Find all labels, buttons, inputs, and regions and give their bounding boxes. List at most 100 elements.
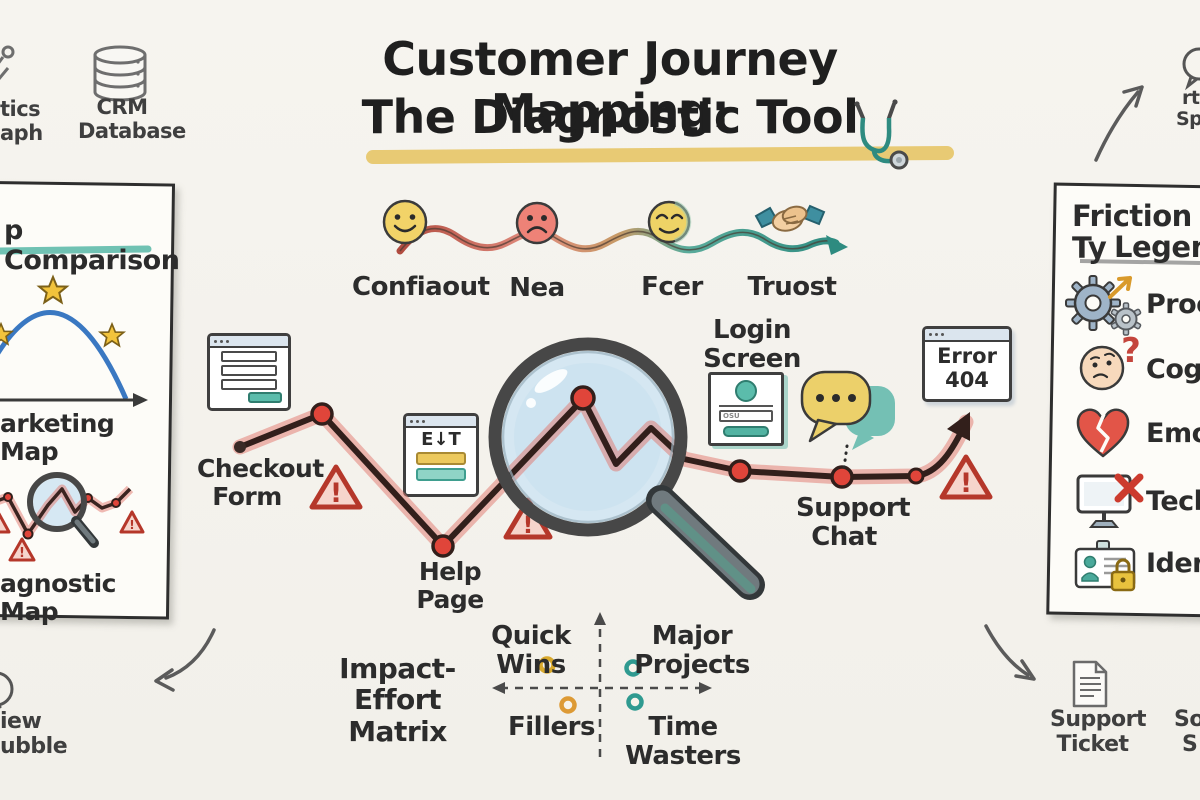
warning-exclamation: !	[960, 468, 972, 499]
warning-exclamation: !	[330, 478, 342, 509]
support-ticket-label: Support Ticket	[1050, 707, 1146, 757]
warning-triangle-icon: !	[939, 454, 993, 500]
quadrant-fillers-label: Fillers	[508, 712, 595, 742]
login-screen-window: OSU	[708, 372, 784, 446]
curved-arrow-bottom-left-icon	[154, 628, 216, 692]
top-right-fragment-line2: Spe	[1176, 108, 1200, 131]
login-button	[723, 426, 769, 437]
matrix-label-line1: Impact-Effort	[339, 652, 456, 717]
title-highlight-underline	[365, 145, 955, 165]
map-comparison-title: p Comparison	[4, 215, 180, 277]
error-text-line1: Error	[937, 344, 997, 368]
checkout-form-window	[207, 333, 291, 411]
avatar-icon	[735, 380, 757, 402]
titlebar-dot-icon	[929, 333, 932, 336]
journey-node	[310, 402, 334, 426]
help-teal-bar	[416, 468, 466, 481]
curved-arrow-bottom-right-icon	[984, 624, 1036, 681]
titlebar-dot-icon	[410, 419, 413, 423]
form-submit-button	[248, 392, 282, 403]
curved-arrow-top-right-icon	[1094, 85, 1144, 162]
social-fragment-label: Soc S	[1174, 707, 1200, 757]
marketing-map-label: arketing Map	[0, 409, 115, 466]
matrix-label: Impact-Effort Matrix	[310, 653, 485, 747]
journey-node	[570, 385, 596, 411]
review-bubble-label-line2: ubble	[0, 733, 68, 759]
help-page-window: E↓T	[403, 413, 479, 497]
help-window-text: E↓T	[421, 429, 461, 450]
login-screen-label: Login Screen	[702, 315, 802, 374]
page-title-line2: The Diagnostic Tool	[361, 90, 859, 144]
handshake-icon	[754, 204, 826, 232]
journey-node	[431, 534, 455, 558]
error-text-line2: 404	[945, 368, 989, 393]
warning-triangle-icon: !	[503, 497, 553, 540]
titlebar-dot-icon	[941, 333, 944, 336]
error-404-window: Error 404	[922, 326, 1012, 402]
crm-label: CRM Database	[78, 95, 186, 143]
window-titlebar	[210, 336, 288, 348]
page-title-line1: Customer Journey Mapping:	[382, 32, 838, 138]
diagnostic-map-label: agnostic Map	[0, 569, 116, 626]
support-ticket-label-line1: Support	[1050, 707, 1146, 732]
legend-item-process-label: Proce	[1146, 289, 1200, 320]
emotion-stage-label-4: Truost	[747, 272, 837, 302]
review-bubble-icon	[0, 671, 14, 709]
legend-item-emotional-label: Emot	[1146, 418, 1200, 449]
help-yellow-bar	[416, 452, 466, 465]
dotted-connector	[842, 444, 849, 470]
quadrant-major-projects-label: Major Projects	[634, 621, 750, 681]
titlebar-dot-icon	[226, 339, 229, 343]
analytics-label-line2: aph	[0, 120, 43, 145]
checkout-form-label-line1: Checkout	[197, 454, 324, 483]
window-titlebar	[925, 329, 1009, 342]
titlebar-dot-icon	[422, 419, 425, 423]
titlebar-dot-icon	[214, 339, 217, 343]
analytics-label: tics aph	[0, 97, 60, 145]
journey-node	[728, 459, 752, 483]
analytics-label-line1: tics	[0, 97, 41, 121]
form-field	[221, 365, 277, 376]
happy-face-icon	[382, 199, 428, 245]
titlebar-dot-icon	[935, 333, 938, 336]
emotion-stage-label-3: Fcer	[641, 272, 703, 302]
matrix-label-line2: Matrix	[348, 714, 447, 748]
support-chat-label-line1: Support	[796, 493, 911, 523]
login-input: OSU	[719, 410, 773, 422]
top-right-fragment-label: rtu Spe	[1176, 87, 1200, 131]
review-bubble-label-line1: iew	[0, 709, 42, 734]
calm-face-icon	[647, 200, 692, 244]
divider	[719, 405, 773, 407]
analytics-graph-icon	[0, 45, 15, 80]
crm-database-icon	[93, 45, 147, 102]
titlebar-dot-icon	[220, 339, 223, 343]
matrix-dot-time-wasters	[626, 693, 644, 711]
chat-bubble-icon	[1182, 47, 1200, 91]
quadrant-quick-wins-label: Quick Wins	[491, 621, 571, 681]
crm-label-line2: Database	[78, 118, 186, 143]
support-chat-label: Support Chat	[796, 493, 911, 552]
review-bubble-label: iew ubble	[0, 709, 70, 759]
checkout-form-label-line2: Form	[212, 482, 282, 511]
quadrant-time-wasters-label: Time Wasters	[625, 712, 741, 772]
legend-item-technical-label: Techn	[1146, 486, 1200, 517]
emotion-stage-label-1: Confiaout	[352, 272, 490, 302]
support-ticket-icon	[1072, 660, 1108, 708]
journey-arrowhead	[947, 412, 970, 441]
form-field	[221, 351, 277, 362]
journey-node	[234, 441, 246, 453]
top-right-fragment-line1: rtu	[1182, 87, 1200, 109]
sad-face-icon	[515, 201, 559, 245]
crm-label-line1: CRM	[96, 95, 148, 119]
support-chat-bubbles-icon	[800, 370, 895, 450]
window-titlebar	[406, 416, 476, 428]
warning-exclamation: !	[523, 511, 534, 539]
form-field	[221, 379, 277, 390]
titlebar-dot-icon	[416, 419, 419, 423]
legend-item-identity-label: Ident	[1146, 548, 1200, 579]
magnifier-lens	[502, 351, 674, 523]
support-ticket-label-line2: Ticket	[1056, 731, 1129, 757]
login-screen-label-line1: Login	[713, 315, 791, 345]
journey-node	[830, 465, 854, 489]
